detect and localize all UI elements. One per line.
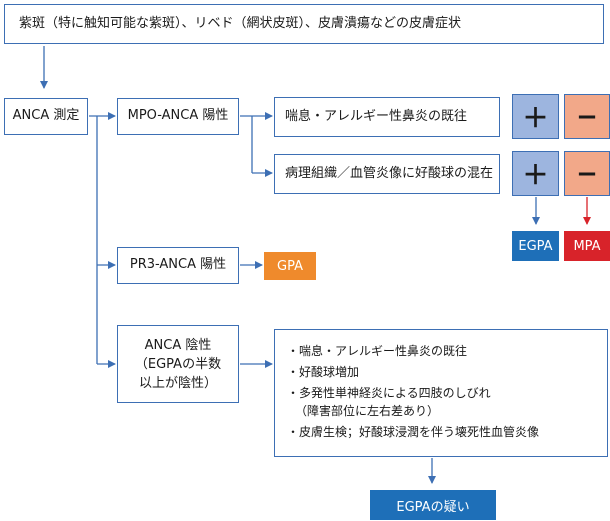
asthma-history-box: 喘息・アレルギー性鼻炎の既往: [274, 97, 500, 137]
egpa-result: EGPA: [512, 231, 559, 261]
anca-negative-line1: ANCA 陰性: [144, 337, 212, 353]
pathology-eosinophil-label: 病理組織／血管炎像に好酸球の混在: [285, 165, 494, 181]
anca-negative-box: ANCA 陰性 （EGPAの半数 以上が陰性）: [117, 325, 239, 403]
list-item: ・多発性単神経炎による四肢のしびれ: [287, 386, 491, 400]
plus-sign-asthma: ＋: [512, 94, 559, 139]
plus-sign-pathology: ＋: [512, 151, 559, 196]
minus-sign-pathology: −: [564, 151, 610, 196]
minus-sign-asthma: −: [564, 94, 610, 139]
list-item-note: （障害部位に左右差あり）: [295, 404, 440, 418]
mpo-positive-box: MPO-ANCA 陽性: [117, 98, 239, 135]
pathology-eosinophil-box: 病理組織／血管炎像に好酸球の混在: [274, 154, 500, 194]
anca-test-box: ANCA 測定: [4, 98, 88, 135]
egpa-suspected-result: EGPAの疑い: [370, 490, 496, 520]
list-item: ・喘息・アレルギー性鼻炎の既往: [287, 344, 468, 358]
mpa-result: MPA: [564, 231, 610, 261]
mpo-positive-label: MPO-ANCA 陽性: [127, 108, 229, 124]
anca-negative-line3: 以上が陰性）: [138, 375, 217, 391]
anca-negative-line2: （EGPAの半数: [134, 356, 222, 372]
asthma-history-label: 喘息・アレルギー性鼻炎の既往: [285, 108, 468, 124]
pr3-positive-box: PR3-ANCA 陽性: [117, 247, 239, 284]
gpa-result: GPA: [264, 252, 316, 280]
symptoms-text: 紫斑（特に触知可能な紫斑）、リベド（網状皮斑）、皮膚潰瘍などの皮膚症状: [19, 15, 462, 31]
pr3-positive-label: PR3-ANCA 陽性: [129, 257, 227, 273]
egpa-findings-list: ・喘息・アレルギー性鼻炎の既往 ・好酸球増加 ・多発性単神経炎による四肢のしびれ…: [274, 329, 608, 457]
list-item: ・皮膚生検；好酸球浸潤を伴う壊死性血管炎像: [287, 425, 540, 439]
list-item: ・好酸球増加: [287, 365, 360, 379]
symptoms-box: 紫斑（特に触知可能な紫斑）、リベド（網状皮斑）、皮膚潰瘍などの皮膚症状: [4, 4, 604, 44]
anca-test-label: ANCA 測定: [12, 108, 80, 124]
